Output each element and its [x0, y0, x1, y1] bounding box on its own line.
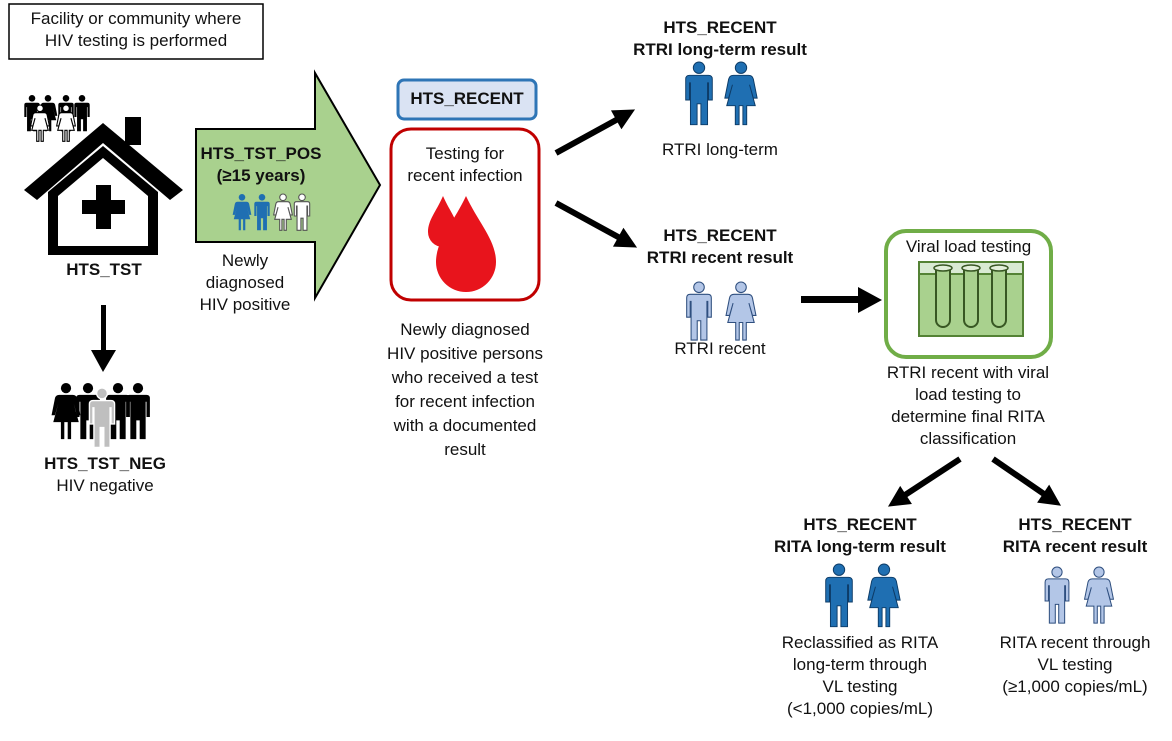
- rtri-recent-people-icon: [686, 281, 757, 341]
- hts-tst-neg-caption: HIV negative: [56, 476, 154, 495]
- facility-box: [8, 3, 264, 60]
- facility-line-2: HIV testing is performed: [44, 31, 228, 50]
- viral-load-label: Viral load testing: [905, 237, 1032, 256]
- rita-recent-people-icon: [1044, 566, 1114, 624]
- rita-recent-caption-line: (≥1,000 copies/mL): [1002, 677, 1148, 696]
- hts-tst-neg-label: HTS_TST_NEG: [44, 454, 166, 473]
- hts-recent-label: HTS_RECENT: [410, 89, 524, 108]
- recent-caption-line: result: [444, 440, 486, 459]
- hts-tst-pos-text: HTS_TST_POS (≥15 years): [196, 143, 326, 187]
- crowd-icon: [24, 95, 90, 142]
- viral-load-caption: RTRI recent with viral load testing to d…: [868, 362, 1068, 450]
- rtri-long-title-2: RTRI long-term result: [633, 40, 807, 59]
- rita-long-caption-line: VL testing: [822, 677, 898, 696]
- rita-recent-title-2: RITA recent result: [1002, 537, 1148, 556]
- recent-caption-line: with a documented: [393, 416, 537, 435]
- positive-caption-line: Newly: [221, 251, 269, 270]
- recent-test-line: recent infection: [407, 166, 523, 185]
- rtri-recent-title-1: HTS_RECENT: [663, 226, 777, 245]
- facility-line-1: Facility or community where: [30, 9, 242, 28]
- facility-box-text: Facility or community where HIV testing …: [9, 8, 263, 52]
- rita-recent-title-1: HTS_RECENT: [1018, 515, 1132, 534]
- rtri-long-people-icon: [685, 61, 758, 126]
- rita-long-caption: Reclassified as RITA long-term through V…: [760, 632, 960, 720]
- viral-load-caption-line: classification: [919, 429, 1017, 448]
- negative-group-icon: [51, 383, 150, 449]
- blood-drops-icon: [428, 196, 496, 292]
- rtri-long-title: HTS_RECENT RTRI long-term result: [620, 17, 820, 61]
- recent-test-text: Testing for recent infection: [391, 143, 539, 187]
- recent-caption-line: for recent infection: [395, 392, 535, 411]
- recent-caption-line: Newly diagnosed: [400, 320, 530, 339]
- arrow-to-rtri-recent: [554, 200, 642, 257]
- hts-recent-box: [396, 78, 538, 121]
- rita-long-caption-line: (<1,000 copies/mL): [787, 699, 933, 718]
- rita-long-people-icon: [825, 563, 901, 628]
- clinic-icon: [24, 117, 183, 255]
- rita-long-title-2: RITA long-term result: [774, 537, 946, 556]
- rita-recent-caption-line: RITA recent through: [999, 633, 1151, 652]
- recent-test-line: Testing for: [425, 144, 505, 163]
- rita-long-title-1: HTS_RECENT: [803, 515, 917, 534]
- rita-long-caption-line: long-term through: [792, 655, 928, 674]
- positive-caption-line: diagnosed: [205, 273, 285, 292]
- recent-caption: Newly diagnosed HIV positive persons who…: [365, 318, 565, 462]
- arrow-to-viral-load: [801, 287, 882, 313]
- positive-arrow: [195, 69, 382, 302]
- viral-load-caption-line: determine final RITA: [891, 407, 1045, 426]
- positive-caption: Newly diagnosed HIV positive: [190, 250, 300, 316]
- arrow-to-rita-long: [883, 456, 962, 515]
- rtri-recent-caption: RTRI recent: [674, 339, 766, 358]
- recent-caption-line: who received a test: [391, 368, 539, 387]
- viral-load-caption-line: RTRI recent with viral: [886, 363, 1050, 382]
- rtri-long-title-1: HTS_RECENT: [663, 18, 777, 37]
- hts-tst-label: HTS_TST: [66, 260, 142, 279]
- hts-tst-pos-label: HTS_TST_POS: [200, 144, 322, 163]
- arrow-to-rtri-long: [554, 100, 640, 156]
- negative-text: HTS_TST_NEG HIV negative: [20, 453, 190, 497]
- rita-recent-caption: RITA recent through VL testing (≥1,000 c…: [980, 632, 1170, 698]
- hts-tst-pos-age: (≥15 years): [216, 166, 306, 185]
- rtri-long-caption: RTRI long-term: [662, 140, 778, 159]
- rtri-recent-title: HTS_RECENT RTRI recent result: [620, 225, 820, 269]
- rita-long-title: HTS_RECENT RITA long-term result: [760, 514, 960, 558]
- recent-caption-line: HIV positive persons: [387, 344, 543, 363]
- viral-load-caption-line: load testing to: [915, 385, 1021, 404]
- arrow-to-rita-recent: [991, 456, 1067, 514]
- rita-recent-caption-line: VL testing: [1037, 655, 1113, 674]
- rita-recent-title: HTS_RECENT RITA recent result: [980, 514, 1170, 558]
- arrow-to-negative: [91, 305, 116, 372]
- rtri-recent-title-2: RTRI recent result: [646, 248, 794, 267]
- positive-caption-line: HIV positive: [199, 295, 291, 314]
- rita-long-caption-line: Reclassified as RITA: [781, 633, 939, 652]
- test-tubes-icon: [918, 261, 1024, 337]
